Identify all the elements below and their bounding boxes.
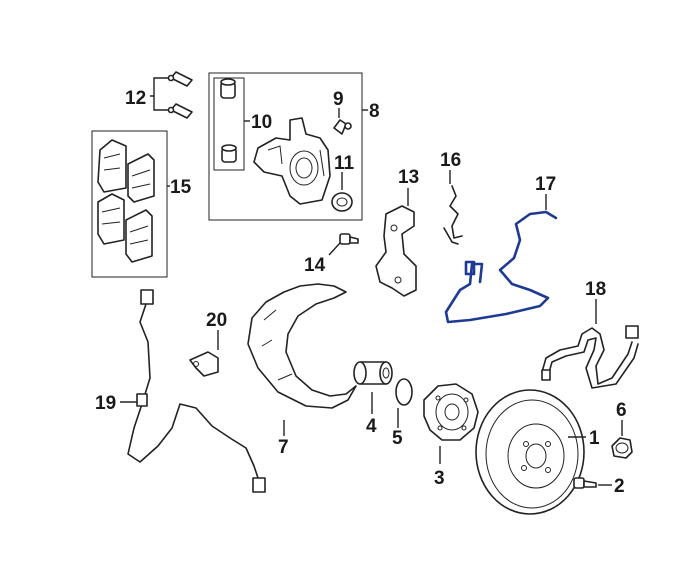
splash-shield <box>247 283 357 409</box>
caliper-group-box <box>208 72 363 221</box>
sensor-bracket <box>189 351 219 377</box>
leader-14 <box>328 242 341 256</box>
dust-cap <box>611 437 633 459</box>
callout-17: 17 <box>535 174 556 195</box>
callout-12: 12 <box>125 88 146 109</box>
wheel-bearing <box>353 361 393 385</box>
callout-20: 20 <box>206 310 227 331</box>
brake-hose <box>541 325 639 389</box>
bushing-box <box>213 77 245 171</box>
callout-7: 7 <box>278 437 289 458</box>
callout-14: 14 <box>304 255 326 276</box>
wheel-hub <box>423 383 479 441</box>
callout-10: 10 <box>251 112 272 133</box>
callout-2: 2 <box>614 476 625 497</box>
caliper-bracket <box>375 205 417 297</box>
brake-pads-set <box>91 130 168 278</box>
callout-3: 3 <box>434 468 445 489</box>
brake-caliper <box>253 117 331 205</box>
hose-clip <box>443 185 463 245</box>
callout-18: 18 <box>585 279 606 300</box>
guide-pins <box>167 71 193 119</box>
callout-8: 8 <box>369 101 380 122</box>
callout-6: 6 <box>616 400 627 421</box>
callout-19: 19 <box>95 393 116 414</box>
callout-11: 11 <box>334 153 355 174</box>
brake-rotor <box>475 389 585 515</box>
callout-16: 16 <box>440 150 461 171</box>
callout-4: 4 <box>366 416 377 437</box>
callout-1: 1 <box>589 428 600 449</box>
rotor-screw <box>573 477 597 489</box>
caliper-bushings <box>220 78 237 163</box>
callout-9: 9 <box>333 89 344 110</box>
callout-13: 13 <box>398 167 419 188</box>
callout-15: 15 <box>170 177 192 198</box>
bracket-bolt <box>339 233 359 245</box>
pads-group-box <box>91 130 168 278</box>
abs-sensor-wire <box>444 210 558 324</box>
callout-5: 5 <box>392 428 403 449</box>
piston-seal <box>331 192 353 212</box>
bleeder-screw <box>333 119 352 135</box>
snap-ring <box>395 378 413 406</box>
leader-12 <box>150 77 168 111</box>
wheel-speed-sensor <box>127 289 266 493</box>
